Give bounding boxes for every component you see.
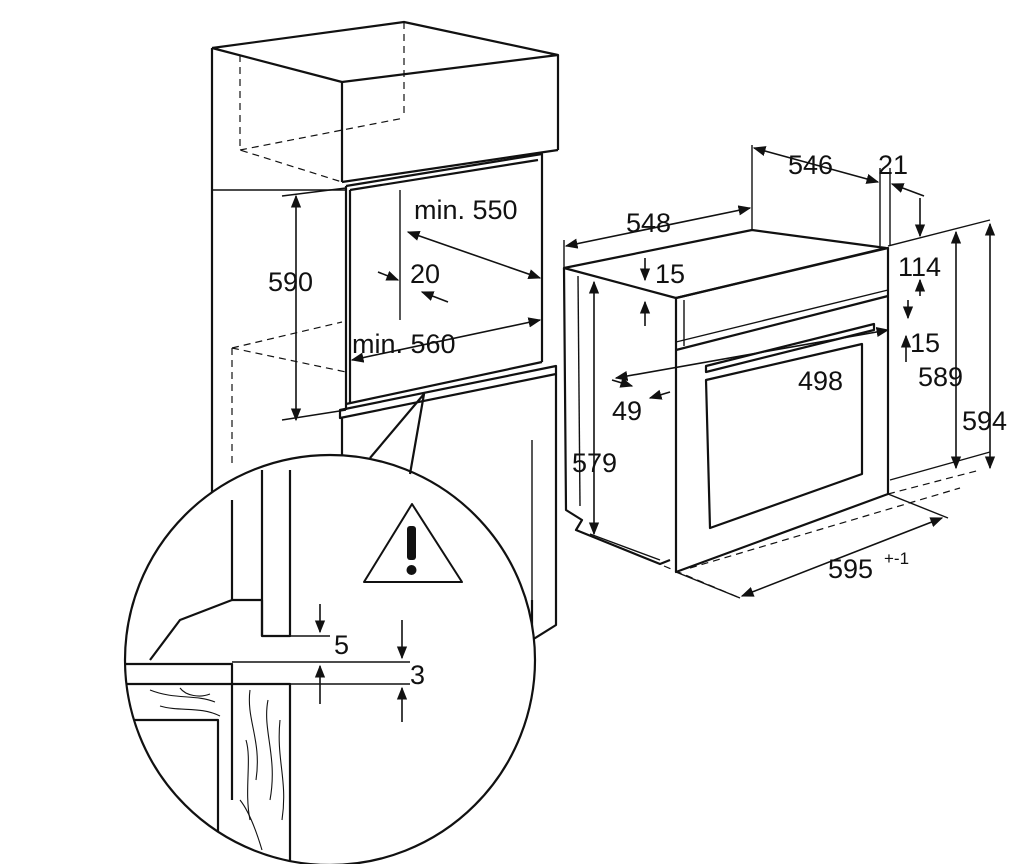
oven-panel-thickness-label: 21 — [878, 150, 908, 180]
oven-top-offset-label: 15 — [655, 259, 685, 289]
cabinet-height-label: 590 — [268, 267, 313, 297]
oven-front-height-label: 589 — [918, 362, 963, 392]
oven-width-label: 595 — [828, 554, 873, 584]
oven-total-height-label: 594 — [962, 406, 1007, 436]
cabinet-dimensions — [281, 187, 542, 422]
detail-callout — [123, 392, 537, 864]
oven-width-tolerance-label: +-1 — [884, 549, 909, 568]
oven-depth-total-label: 546 — [788, 150, 833, 180]
oven-dimensions — [563, 145, 996, 599]
cabinet-side-gap-label: 20 — [410, 259, 440, 289]
oven-panel-gap-label: 15 — [910, 328, 940, 358]
cabinet-depth-bottom-label: min. 560 — [352, 329, 456, 359]
detail-gap-b-label: 3 — [410, 660, 425, 690]
warning-triangle-icon — [363, 503, 463, 583]
oven-depth-body-label: 548 — [626, 208, 671, 238]
cabinet-depth-top-label: min. 550 — [414, 195, 518, 225]
oven-inner-offset-label: 49 — [612, 396, 642, 426]
oven-inner-width-label: 498 — [798, 366, 843, 396]
oven-panel-top-label: 114 — [898, 252, 941, 282]
detail-gap-a-label: 5 — [334, 630, 349, 660]
oven-body-height-label: 579 — [572, 448, 617, 478]
